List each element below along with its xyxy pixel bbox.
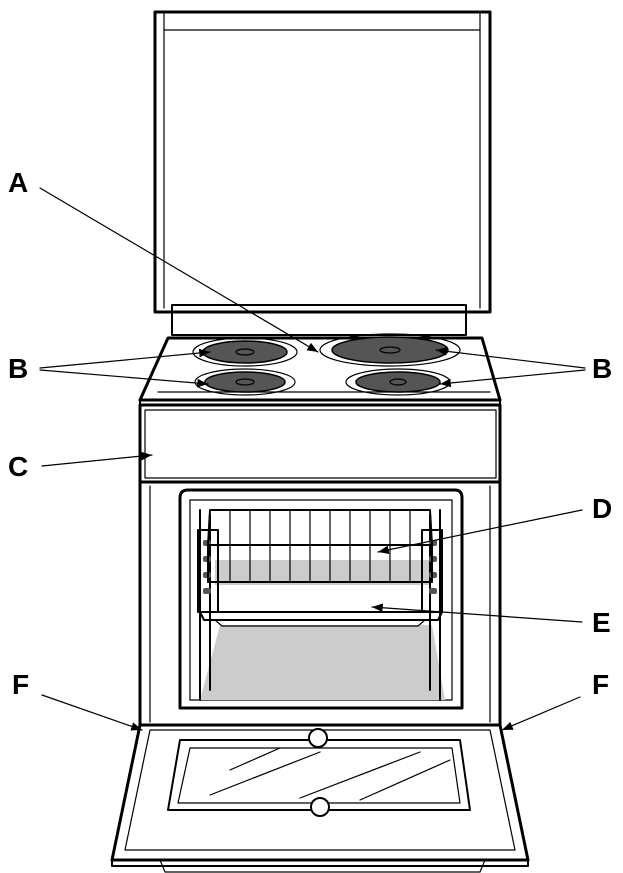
door-glass-panel <box>167 739 471 811</box>
oven-body <box>138 480 502 727</box>
door-hinge-top-icon <box>308 728 328 748</box>
callout-b-right: B <box>592 353 612 384</box>
callout-d: D <box>592 493 612 524</box>
leader-f-right <box>501 696 581 731</box>
control-panel <box>138 403 502 484</box>
leader-b-left-2 <box>39 369 209 388</box>
hotplate-front-right <box>345 368 451 396</box>
oven-shelf <box>207 509 433 583</box>
callout-f-left: F <box>12 669 29 700</box>
callout-f-right: F <box>592 669 609 700</box>
oven-cavity-shadow <box>200 625 445 700</box>
leader-b-right-2 <box>439 369 586 388</box>
oven-rack-shadow <box>215 560 430 585</box>
leader-e <box>371 603 583 623</box>
door-hinge-bottom-icon <box>310 797 330 817</box>
leader-f-left <box>41 694 143 731</box>
leader-b-right-1 <box>435 347 586 369</box>
leader-c <box>41 451 153 467</box>
leader-a <box>39 187 319 353</box>
leader-d <box>377 509 583 555</box>
baking-tray <box>199 611 443 627</box>
callout-c: C <box>8 451 28 482</box>
hotplate-front-left <box>194 368 296 396</box>
callout-leaders <box>39 187 586 731</box>
hotplate-rear-right <box>319 333 461 367</box>
callout-e: E <box>592 607 611 638</box>
lid <box>153 10 492 336</box>
oven-door <box>110 723 530 873</box>
leader-b-left-1 <box>39 348 211 369</box>
callout-a: A <box>8 167 28 198</box>
callout-b-left: B <box>8 353 28 384</box>
